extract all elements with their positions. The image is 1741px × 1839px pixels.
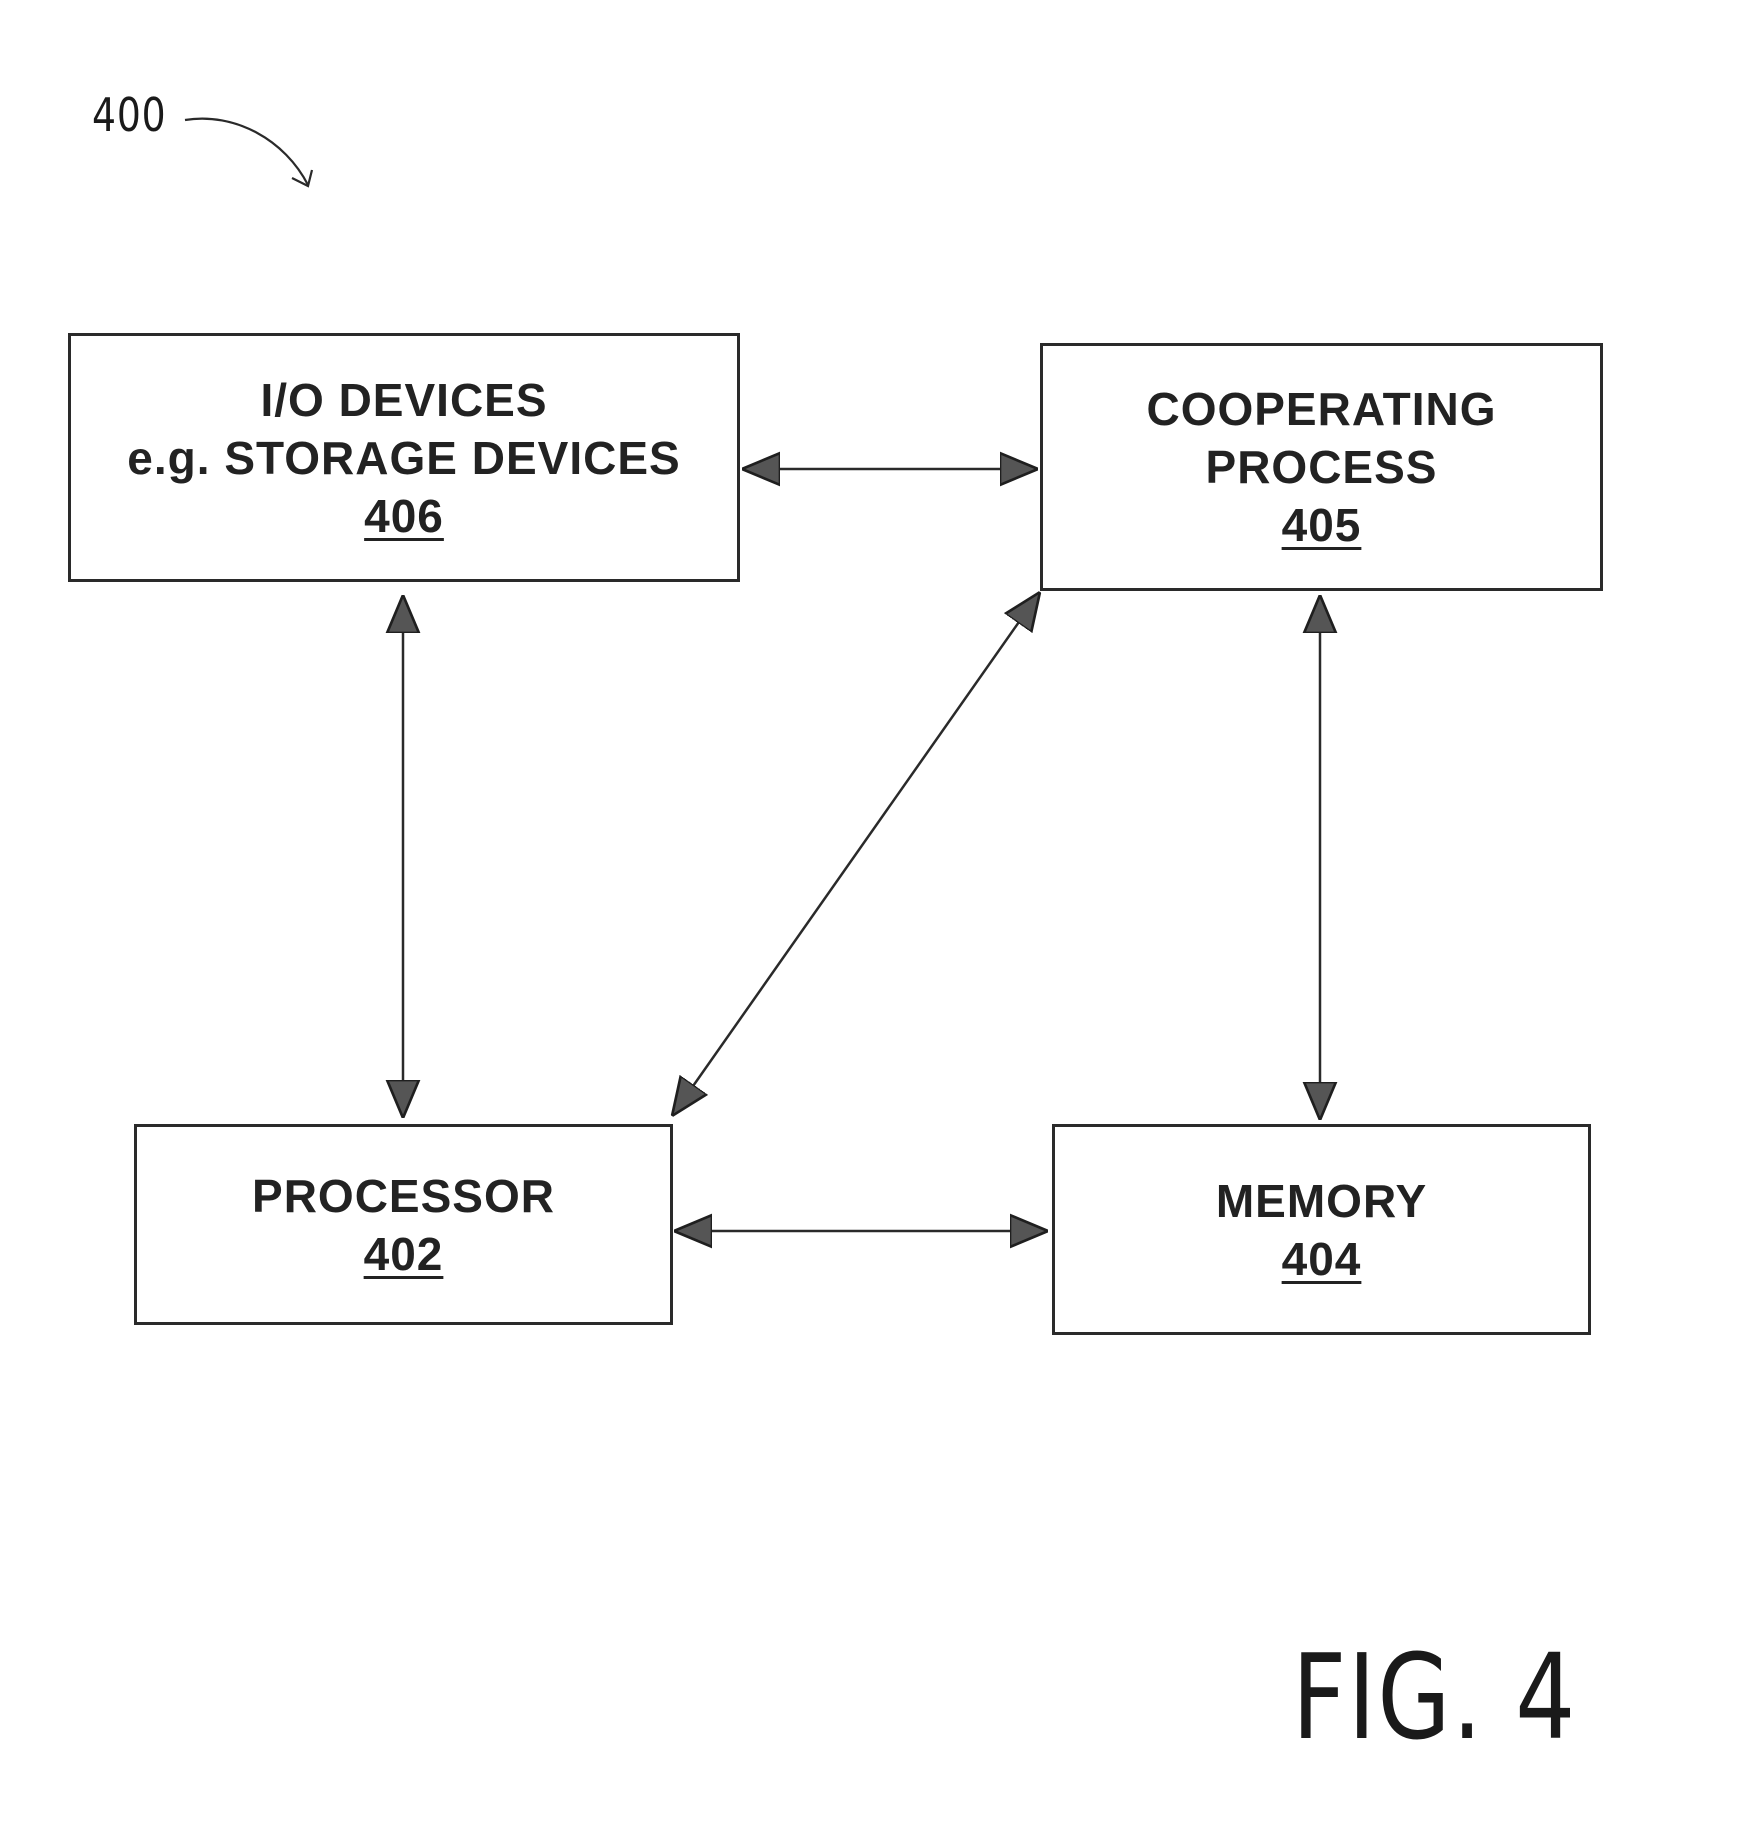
- io-devices-subtitle: e.g. STORAGE DEVICES: [127, 429, 680, 487]
- io-devices-title: I/O DEVICES: [260, 371, 547, 429]
- memory-title: MEMORY: [1216, 1172, 1427, 1230]
- cooperating-process-block: COOPERATING PROCESS 405: [1040, 343, 1603, 591]
- processor-ref-number: 402: [364, 1225, 444, 1283]
- memory-block: MEMORY 404: [1052, 1124, 1591, 1335]
- cooperating-process-title-line1: COOPERATING: [1146, 380, 1496, 438]
- connector-processor-to-cooperating-process: [672, 592, 1040, 1116]
- processor-title: PROCESSOR: [252, 1167, 555, 1225]
- reference-leader-arrow: [185, 119, 308, 185]
- io-devices-ref-number: 406: [364, 487, 444, 545]
- processor-block: PROCESSOR 402: [134, 1124, 673, 1325]
- cooperating-process-ref-number: 405: [1282, 496, 1362, 554]
- memory-ref-number: 404: [1282, 1230, 1362, 1288]
- reference-leader-arrowhead: [292, 170, 312, 186]
- figure-reference-numeral: 400: [92, 88, 166, 142]
- io-devices-block: I/O DEVICES e.g. STORAGE DEVICES 406: [68, 333, 740, 582]
- cooperating-process-title-line2: PROCESS: [1206, 438, 1438, 496]
- figure-caption: FIG. 4: [1292, 1628, 1577, 1766]
